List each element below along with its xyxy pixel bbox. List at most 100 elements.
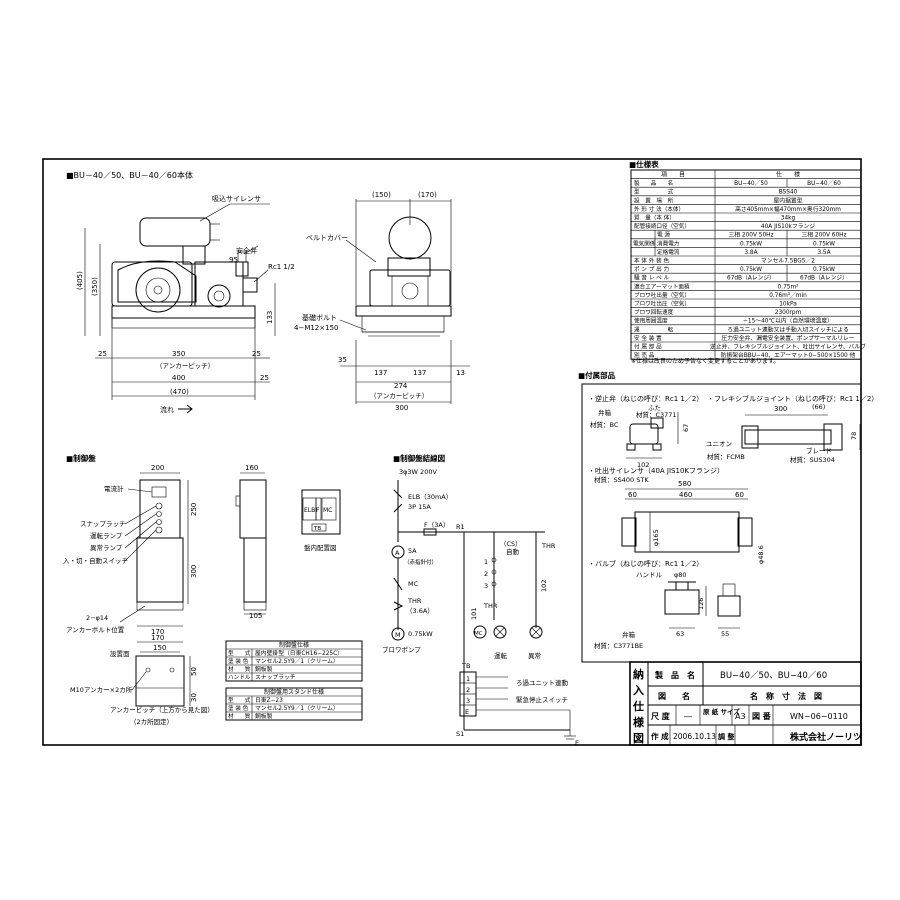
check-valve-material-c3771: 材質：C3771 bbox=[636, 410, 677, 419]
dim-25-right: 25 bbox=[252, 350, 261, 358]
stand-spec-row-label: 塗 装 色 bbox=[228, 704, 249, 712]
spec-table-note: ※仕様は改良のため予告なく変更することがあります。 bbox=[631, 357, 779, 365]
dim-95: 95 bbox=[229, 256, 238, 264]
dim-137-a: 137 bbox=[374, 369, 387, 377]
spec-row-value-60hz: 0.75kW bbox=[813, 241, 835, 247]
panel-dim-200: 200 bbox=[151, 464, 164, 472]
flex-joint-label: ・フレキシブルジョイント（ねじの呼び：Rc1 1／2） bbox=[707, 394, 878, 403]
valve-handle: ハンドル bbox=[636, 571, 663, 579]
flex-joint-material-sus: 材質：SUS304 bbox=[790, 455, 835, 464]
panel-spec-row-label: 型 式 bbox=[228, 649, 251, 657]
panel-spec-table: 制御盤仕様型 式屋内壁掛型（日東CH16−225C）塗 装 色マンセル2.5Y9… bbox=[225, 640, 363, 682]
title-company: 株式会社ノーリツ bbox=[790, 731, 862, 743]
spec-row-label: 別 売 品 bbox=[634, 351, 655, 359]
wiring-earth: E bbox=[575, 739, 579, 747]
stand-two-places: （2カ所固定） bbox=[130, 717, 173, 726]
spec-row-value-50hz: BU−40／50 bbox=[734, 180, 768, 187]
dim-350: (350) bbox=[91, 277, 99, 296]
title-scale-label: 尺 度 bbox=[651, 711, 671, 721]
spec-row-value-60hz: 三相 200V 60Hz bbox=[801, 231, 846, 239]
valve-dim-63: 63 bbox=[676, 630, 684, 638]
title-side-2: 入 bbox=[633, 684, 644, 697]
stand-dim-150: 150 bbox=[153, 644, 166, 652]
flex-joint-dim-66: (66) bbox=[812, 403, 825, 411]
spec-row-label: 騒 音 レ ベ ル bbox=[634, 274, 669, 282]
stand-spec-title: 制御盤用スタンド仕様 bbox=[264, 688, 324, 696]
tb-row-e: E bbox=[465, 708, 469, 716]
spec-row-value-60hz: BU−40／60 bbox=[807, 180, 841, 187]
panel-label-switch: 入・切・自動スイッチ bbox=[63, 556, 128, 565]
spec-row-label: ブロワ回転速度 bbox=[634, 308, 674, 316]
dim-13: 13 bbox=[456, 369, 465, 377]
spec-row-value: −15〜40℃以内（自然環境温度） bbox=[743, 317, 833, 325]
panel-side-dim-160: 160 bbox=[245, 464, 258, 472]
title-drawing-label: 図 名 bbox=[658, 691, 690, 701]
valve-dim-55: 55 bbox=[721, 630, 729, 638]
stand-dim-50: 50 bbox=[190, 667, 198, 676]
title-created-label: 作 成 bbox=[651, 731, 669, 741]
layout-tb: TB bbox=[313, 526, 321, 532]
sheet-border bbox=[42, 158, 862, 746]
stand-dim-30: 30 bbox=[190, 693, 198, 702]
discharge-silencer-material: 材質：SS400 STK bbox=[594, 475, 649, 484]
control-panel-title: ■制御盤 bbox=[66, 453, 96, 463]
label-safety-valve: 安全弁 bbox=[236, 246, 257, 255]
spec-row-value: BSS40 bbox=[779, 190, 798, 196]
dim-25-left: 25 bbox=[98, 350, 107, 358]
check-valve-material-bc: 材質：BC bbox=[590, 420, 619, 429]
spec-row-value-60hz: 0.75kW bbox=[813, 267, 835, 273]
spec-row-value: 高さ405mm×幅470mm×奥行320mm bbox=[735, 205, 841, 213]
title-adjust-label: 調 整 bbox=[718, 732, 734, 741]
label-rc-size: Rc1 1/2 bbox=[268, 263, 295, 271]
layout-elb: ELB bbox=[304, 507, 315, 514]
wiring-error: 異常 bbox=[528, 651, 541, 660]
panel-dim-170: 170 bbox=[151, 628, 164, 636]
stand-spec-table: 制御盤用スタンド仕様型 式日東Z−23塗 装 色マンセル2.5Y9／1（クリーム… bbox=[225, 687, 363, 721]
dim-25-far: 25 bbox=[260, 374, 269, 382]
tb-title: TB bbox=[461, 662, 470, 670]
silencer-dim-60-left: 60 bbox=[628, 491, 637, 499]
title-side-3: 仕 bbox=[632, 699, 644, 713]
tb-row-2: 2 bbox=[466, 686, 470, 694]
wiring-title: ■制御盤結線図 bbox=[393, 453, 446, 463]
wiring-thr: THR bbox=[407, 597, 422, 605]
stand-spec-row-value: マンセル2.5Y9／1（クリーム） bbox=[255, 705, 339, 712]
silencer-dim-580: 580 bbox=[678, 480, 691, 488]
stand-dim-170: 170 bbox=[151, 634, 164, 642]
label-flow: 流れ bbox=[160, 405, 174, 414]
flex-joint-union: ユニオン bbox=[706, 440, 732, 448]
spec-row-label: 製 品 名 bbox=[634, 179, 673, 187]
spec-elec-label: 電気関係 bbox=[633, 240, 656, 248]
flex-joint-dim-78: 78 bbox=[850, 432, 858, 440]
dim-170: (170) bbox=[418, 191, 437, 199]
dim-405: (405) bbox=[76, 271, 84, 290]
wiring-mc: MC bbox=[408, 580, 419, 588]
panel-spec-row-value: 鋼板製 bbox=[255, 665, 273, 673]
label-suction-silencer: 吸込サイレンサ bbox=[212, 194, 261, 203]
title-product-value: BU−40／50、BU−40／60 bbox=[720, 671, 827, 681]
panel-spec-row-value: マンセル2.5Y9／1（クリーム） bbox=[255, 658, 339, 665]
blower-side-view: (150) (170) bbox=[355, 191, 452, 337]
spec-row-value-50hz: 67dB（Aレンジ） bbox=[727, 275, 775, 282]
check-valve-dim-102: 102 bbox=[637, 461, 649, 469]
wiring-r1: R1 bbox=[456, 523, 465, 531]
check-valve-dim-67: 67 bbox=[682, 424, 690, 432]
wiring-ammeter-note: （赤指針付） bbox=[404, 558, 437, 566]
title-drawing-value: 名 称 寸 法 図 bbox=[750, 691, 822, 701]
wiring-fuse: F（3A） bbox=[424, 521, 449, 529]
dim-35: 35 bbox=[338, 356, 347, 364]
spec-row-value: 34kg bbox=[781, 216, 796, 222]
wiring-num-1: 1 bbox=[484, 558, 488, 566]
silencer-dim-60-right: 60 bbox=[735, 491, 744, 499]
dim-274: 274 bbox=[394, 382, 408, 390]
spec-row-value: 10kPa bbox=[779, 302, 797, 308]
wiring-num-2: 2 bbox=[484, 570, 488, 578]
main-view-title: ■BU－40／50、BU－40／60本体 bbox=[66, 170, 193, 180]
title-paper-value: A3 bbox=[735, 712, 746, 721]
spec-row-value: マンセル7.5BG5／2 bbox=[761, 258, 815, 265]
wiring-auto: 自動 bbox=[506, 547, 520, 556]
spec-table: ■仕様表 ※仕様は改良のため予告なく変更することがあります。 項 目仕 様製 品… bbox=[629, 159, 866, 365]
spec-row-value: ろ過ユニット連動又は手動入切スイッチによる bbox=[727, 325, 849, 333]
accessories-title: ■付属部品 bbox=[578, 370, 616, 380]
wiring-diagram: ■制御盤結線図 3φ3W 200V ELB（30mA） 3P 15A F（3A）… bbox=[382, 453, 579, 747]
